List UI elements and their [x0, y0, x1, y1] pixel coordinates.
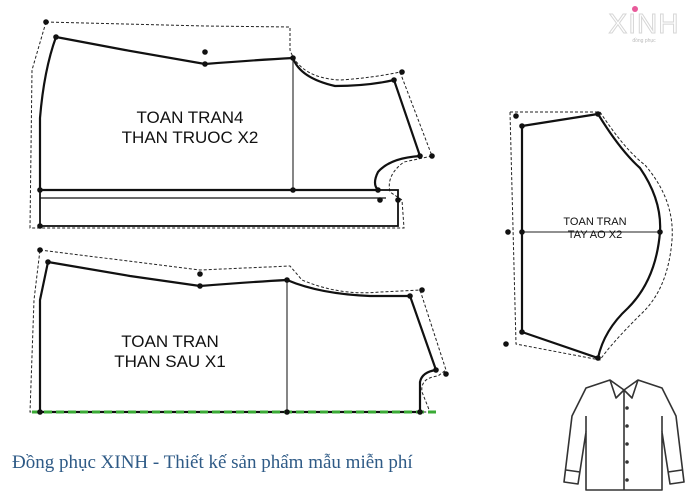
logo-dot	[632, 6, 638, 12]
sleeve-piece-label-line2: TAY AO X2	[567, 228, 623, 241]
back-piece-label: TOAN TRAN THAN SAU X1	[85, 332, 255, 371]
back-notches	[37, 247, 449, 415]
front-placket	[39, 189, 399, 227]
front-piece-label-line1: TOAN TRAN4	[136, 108, 244, 127]
back-seam-allowance	[29, 249, 447, 413]
back-piece-label-line1: TOAN TRAN	[121, 332, 219, 351]
front-cut-line	[38, 35, 422, 192]
front-notches	[37, 19, 435, 229]
back-cut-line	[38, 260, 438, 414]
sleeve-piece-label-line1: TOAN TRAN	[563, 216, 627, 228]
front-seam-allowance	[29, 21, 433, 229]
logo-text: XINH	[608, 8, 680, 40]
logo-subtext: đồng phục	[632, 38, 656, 44]
sleeve-seam-allowance	[509, 111, 673, 361]
front-piece-label: TOAN TRAN4 THAN TRUOC X2	[95, 108, 285, 147]
back-piece-label-line2: THAN SAU X1	[114, 351, 226, 371]
sleeve-notches	[503, 111, 663, 361]
brand-logo: XINH đồng phục	[598, 6, 690, 46]
front-piece-label-line2: THAN TRUOC X2	[121, 127, 259, 147]
front-piece	[29, 19, 435, 229]
sleeve-piece	[503, 111, 673, 361]
back-piece	[29, 247, 449, 415]
sleeve-piece-label: TOAN TRAN TAY AO X2	[540, 216, 650, 241]
shirt-icon	[563, 379, 685, 491]
caption-text: Đồng phục XINH - Thiết kế sản phẩm mẫu m…	[12, 452, 413, 473]
